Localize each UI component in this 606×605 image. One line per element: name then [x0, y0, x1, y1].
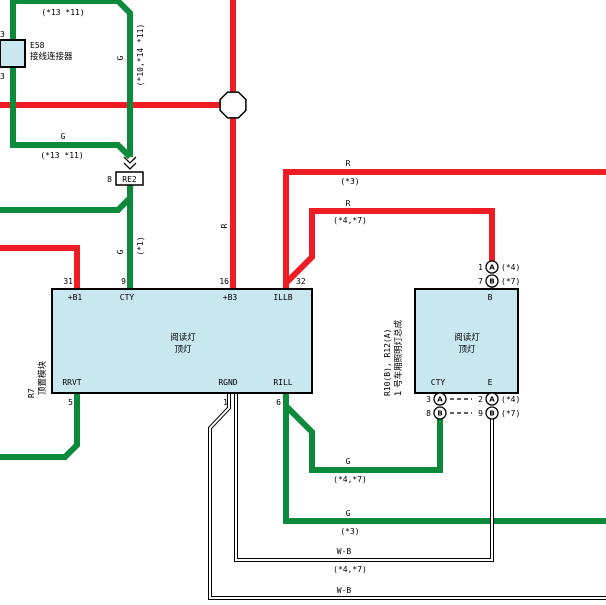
wire-green-rill-branch-color: G	[346, 457, 351, 466]
room-lamp-box	[414, 288, 519, 394]
connector-variant: (*7)	[501, 409, 520, 418]
connector-circle-e-b	[485, 406, 499, 420]
green-wire-top	[10, 0, 133, 157]
module-name: 顶置模块	[37, 360, 48, 395]
connector-circle-top-b	[485, 274, 499, 288]
connector-pin-num: 3	[426, 395, 431, 404]
wire-wb-e-color: W-B	[337, 547, 352, 556]
wire-red-illb-branch-color: R	[346, 199, 351, 208]
lamp-code: R10(B), R12(A)	[383, 329, 392, 396]
wire-green-rill-main-color: G	[346, 509, 351, 518]
connector-circle-cty-a	[433, 392, 447, 406]
e58-name: 接线连接器	[30, 51, 73, 62]
wire-green-upper-variant: (*10,*14 *11)	[136, 24, 145, 87]
module-pin-name: CTY	[120, 293, 135, 302]
module-pin-name: +B3	[223, 293, 238, 302]
wire-red-illb-main-color: R	[346, 159, 351, 168]
wire-red-illb-branch-variant: (*4,*7)	[333, 216, 367, 225]
wire-wb-e-variant: (*4,*7)	[333, 565, 367, 574]
connector-pin-num: 8	[426, 409, 431, 418]
connector-letter: A	[489, 396, 495, 404]
module-pin-name: RILL	[273, 378, 292, 387]
module-pin-num: 16	[219, 277, 229, 286]
connector-letter: B	[489, 278, 494, 286]
module-code: R7	[27, 388, 36, 398]
module-pin-num: 5	[68, 398, 73, 407]
green-wire-rrvt	[0, 393, 80, 460]
module-pin-num: 32	[296, 277, 306, 286]
overhead-module-box	[51, 288, 313, 394]
lamp-pin-cty: CTY	[431, 378, 446, 387]
connector-pin-num: 7	[478, 277, 483, 286]
module-pin-name: ILLB	[273, 293, 292, 302]
connector-pin-num: 1	[478, 263, 483, 272]
module-pin-num: 6	[276, 398, 281, 407]
wire-green-rill-main-variant: (*3)	[340, 527, 359, 536]
lamp-title-line2: 顶灯	[458, 344, 476, 355]
red-wire-illb-main	[283, 169, 606, 289]
connector-letter: B	[489, 410, 494, 418]
connector-letter: B	[437, 410, 442, 418]
connector-pin-num: 9	[478, 409, 483, 418]
wire-green-lower-color: G	[116, 249, 125, 254]
wire-top-green-variant: (*13 *11)	[41, 8, 84, 17]
e58-code: E58	[30, 41, 45, 50]
re2-code: RE2	[122, 175, 137, 184]
module-pin-name: RGND	[218, 378, 237, 387]
module-pin-num: 1	[223, 398, 228, 407]
lamp-pin-b: B	[488, 293, 493, 302]
connector-variant: (*4)	[501, 395, 520, 404]
wb-wire-ground	[209, 393, 606, 599]
green-wire-rill-main	[283, 393, 606, 524]
module-pin-num: 31	[63, 277, 73, 286]
module-pin-num: 9	[121, 277, 126, 286]
wire-red-illb-main-variant: (*3)	[340, 177, 359, 186]
wire-wb-ground-color: W-B	[337, 586, 352, 595]
connector-circle-cty-b	[433, 406, 447, 420]
green-wire-rill-branch	[283, 403, 443, 473]
connector-letter: A	[437, 396, 443, 404]
connector-variant: (*4)	[501, 263, 520, 272]
splice-octagon-icon	[219, 91, 247, 119]
module-pin-name: RRVT	[62, 378, 81, 387]
wb-wire-to-e	[235, 393, 493, 561]
e58-connector-box	[0, 39, 26, 68]
module-pin-name: +B1	[68, 293, 83, 302]
lamp-name: 1 号车厢照明灯总成	[393, 319, 404, 396]
connector-circle-e-a	[485, 392, 499, 406]
green-wire-cty-branch	[0, 195, 133, 213]
re2-connector-box	[115, 171, 144, 186]
wire-red-center-color: R	[220, 223, 229, 228]
red-wire-illb-branch	[283, 208, 495, 286]
lamp-pin-e: E	[488, 378, 493, 387]
e58-pin-top: 3	[0, 30, 5, 39]
connector-variant: (*7)	[501, 277, 520, 286]
wb-wire-ground-outline	[208, 393, 606, 600]
red-wire-to-b1	[0, 245, 80, 289]
e58-pin-bottom: 3	[0, 72, 5, 81]
connector-pin-num: 2	[478, 395, 483, 404]
module-title-line1: 阅读灯	[170, 332, 196, 343]
wire-green-upper-color: G	[116, 55, 125, 60]
module-title-line2: 顶灯	[174, 344, 192, 355]
green-wire-e58-branch	[10, 67, 133, 160]
wire-green-lower-variant: (*1)	[136, 236, 145, 255]
lamp-title-line1: 阅读灯	[454, 332, 480, 343]
wire-green-e58-color: G	[61, 132, 66, 141]
connector-letter: A	[489, 264, 495, 272]
wire-green-e58-variant: (*13 *11)	[40, 151, 83, 160]
connector-circle-top-a	[485, 260, 499, 274]
re2-pin: 8	[107, 175, 112, 184]
chevron-down-icon	[123, 156, 137, 170]
wire-green-rill-branch-variant: (*4,*7)	[333, 475, 367, 484]
